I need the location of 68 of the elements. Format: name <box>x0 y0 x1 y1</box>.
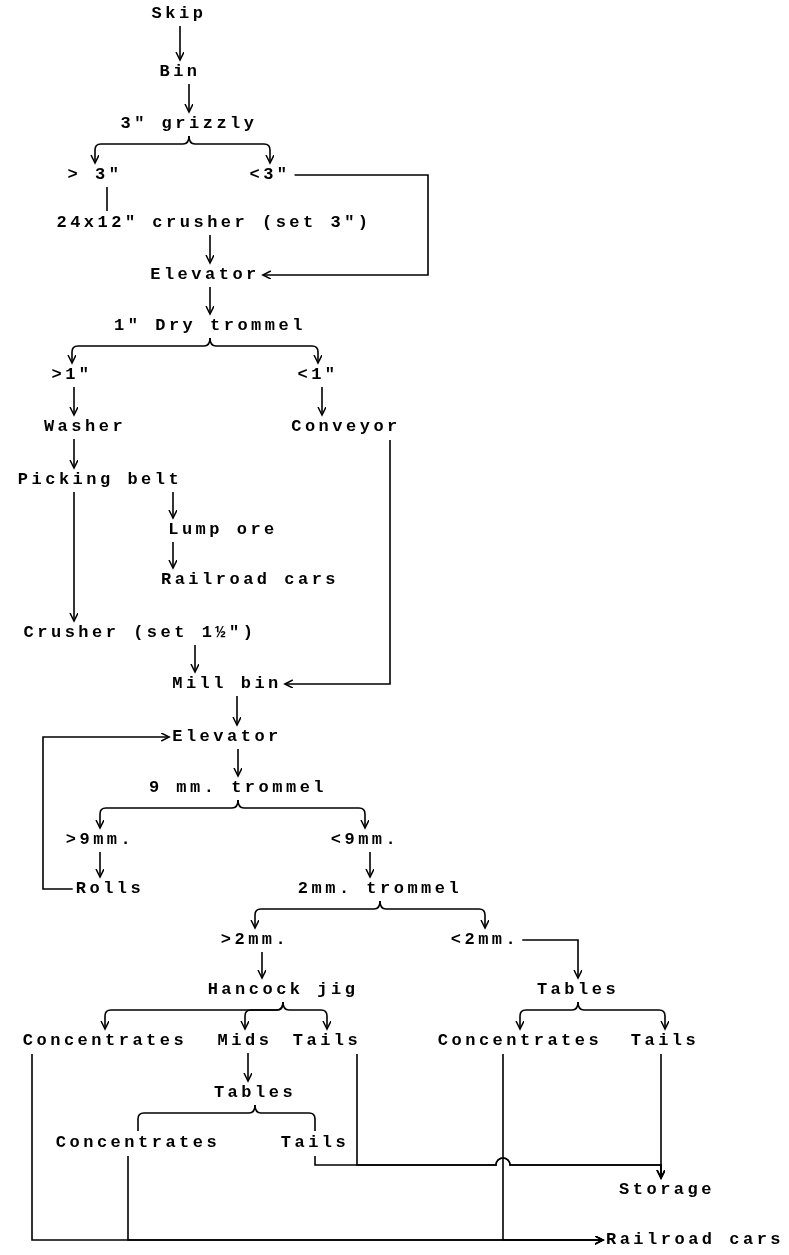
arrow <box>656 1053 666 1179</box>
flow-step-label: > 3" <box>67 164 123 186</box>
arrow <box>205 234 215 264</box>
arrow <box>175 25 185 61</box>
arrow <box>577 1001 670 1030</box>
flow-step-label: Tails <box>630 1030 700 1052</box>
arrow <box>69 491 79 622</box>
flow-step-label: Concentrates <box>55 1132 221 1154</box>
arrow <box>282 1001 332 1030</box>
flow-step-label: Bin <box>159 61 201 83</box>
arrow <box>95 851 105 878</box>
arrow <box>237 799 370 829</box>
flow-step-label: Lump ore <box>168 519 278 541</box>
arrow <box>502 1053 604 1245</box>
flow-step-label: <1" <box>297 364 339 386</box>
flow-step-label: >2mm. <box>220 929 290 951</box>
arrow <box>233 748 243 777</box>
flow-step-label: Railroad cars <box>160 569 340 591</box>
flow-step-label: Tails <box>292 1030 362 1052</box>
flow-step-label: Elevator <box>172 726 282 748</box>
arrow <box>365 851 375 878</box>
flow-step-label: 24x12" crusher (set 3") <box>56 212 372 234</box>
flow-step-label: 1" Dry trommel <box>114 315 306 337</box>
flow-step-label: Tails <box>280 1132 350 1154</box>
arrow <box>232 695 242 726</box>
flow-step-label: Rolls <box>75 878 145 900</box>
arrow <box>284 439 391 689</box>
flow-step-label: Hancock jig <box>207 979 359 1001</box>
arrow <box>521 939 583 979</box>
arrow <box>184 83 194 113</box>
flow-step-label: <2mm. <box>450 929 520 951</box>
arrow <box>69 386 79 416</box>
flow-step-label: 3" grizzly <box>120 113 258 135</box>
arrow <box>190 644 200 673</box>
flow-step-label: >1" <box>51 364 93 386</box>
flow-step-label: Mids <box>217 1030 273 1052</box>
arrow <box>168 541 178 569</box>
flow-step-label: Tables <box>213 1082 297 1104</box>
arrow <box>257 951 267 979</box>
arrow <box>379 900 490 929</box>
flow-step-label: Railroad cars <box>605 1229 785 1251</box>
flow-step-label: 2mm. trommel <box>297 878 463 900</box>
flow-step-label: Crusher (set 1½") <box>23 622 257 644</box>
arrow <box>69 438 79 469</box>
flow-step-label: <9mm. <box>330 829 400 851</box>
arrow <box>243 1052 253 1082</box>
connector-line <box>106 186 108 212</box>
flow-step-label: >9mm. <box>65 829 135 851</box>
arrow <box>168 491 178 519</box>
flow-step-label: Picking belt <box>17 469 183 491</box>
flow-step-label: <3" <box>249 164 291 186</box>
arrow <box>209 337 323 364</box>
flow-step-label: 9 mm. trommel <box>148 777 328 799</box>
arrow <box>42 732 170 890</box>
arrow <box>262 174 429 280</box>
flow-step-label: Concentrates <box>437 1030 603 1052</box>
arrow <box>205 286 215 315</box>
flow-step-label: Elevator <box>150 264 260 286</box>
flow-step-label: Mill bin <box>172 673 282 695</box>
arrow <box>188 135 275 164</box>
flow-step-label: Skip <box>151 3 207 25</box>
flow-step-label: Conveyor <box>291 416 401 438</box>
flow-step-label: Washer <box>43 416 127 438</box>
arrow <box>317 386 327 416</box>
flow-step-label: Storage <box>619 1179 715 1201</box>
flow-step-label: Concentrates <box>22 1030 188 1052</box>
flow-step-label: Tables <box>536 979 620 1001</box>
connector-line <box>254 1104 316 1132</box>
